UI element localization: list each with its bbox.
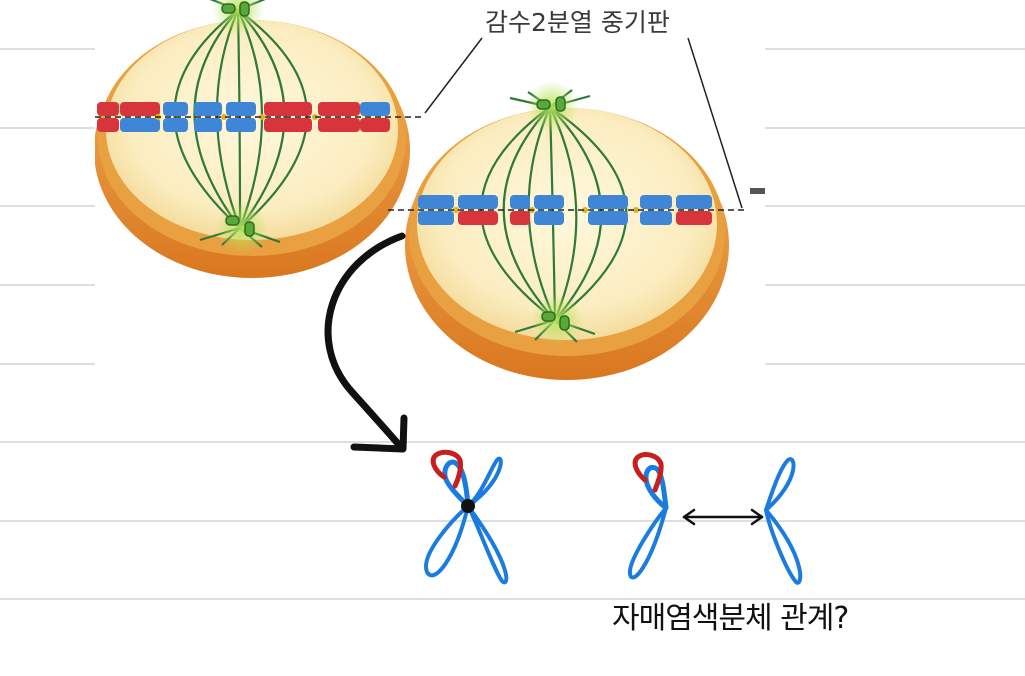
centrosome-left-bottom bbox=[216, 202, 268, 254]
cell-left bbox=[95, 0, 410, 278]
handwritten-question: 자매염색분체 관계? bbox=[612, 601, 848, 636]
plate-tick bbox=[750, 188, 765, 194]
curved-arrow-icon bbox=[324, 232, 408, 453]
figure-label: 감수2분열 중기판 bbox=[485, 8, 670, 37]
leader-line-right bbox=[687, 37, 743, 209]
double-arrow-icon bbox=[682, 508, 764, 526]
sister-chromatid-sketch bbox=[424, 449, 509, 585]
textbook-figure: 감수2분열 중기판 bbox=[95, 0, 765, 396]
centrosome-left-top bbox=[212, 0, 264, 36]
centrosome-right-top bbox=[526, 81, 578, 133]
separated-chromatids-sketch bbox=[627, 452, 803, 585]
centrosome-right-bottom bbox=[531, 294, 583, 346]
metaphase-plate-markers bbox=[95, 37, 745, 211]
ruled-lines bbox=[0, 48, 1025, 600]
leader-line-left bbox=[424, 37, 483, 114]
cell-right bbox=[405, 81, 729, 380]
chromosome-row-right bbox=[418, 195, 712, 225]
chromosome-row-left bbox=[97, 102, 390, 132]
